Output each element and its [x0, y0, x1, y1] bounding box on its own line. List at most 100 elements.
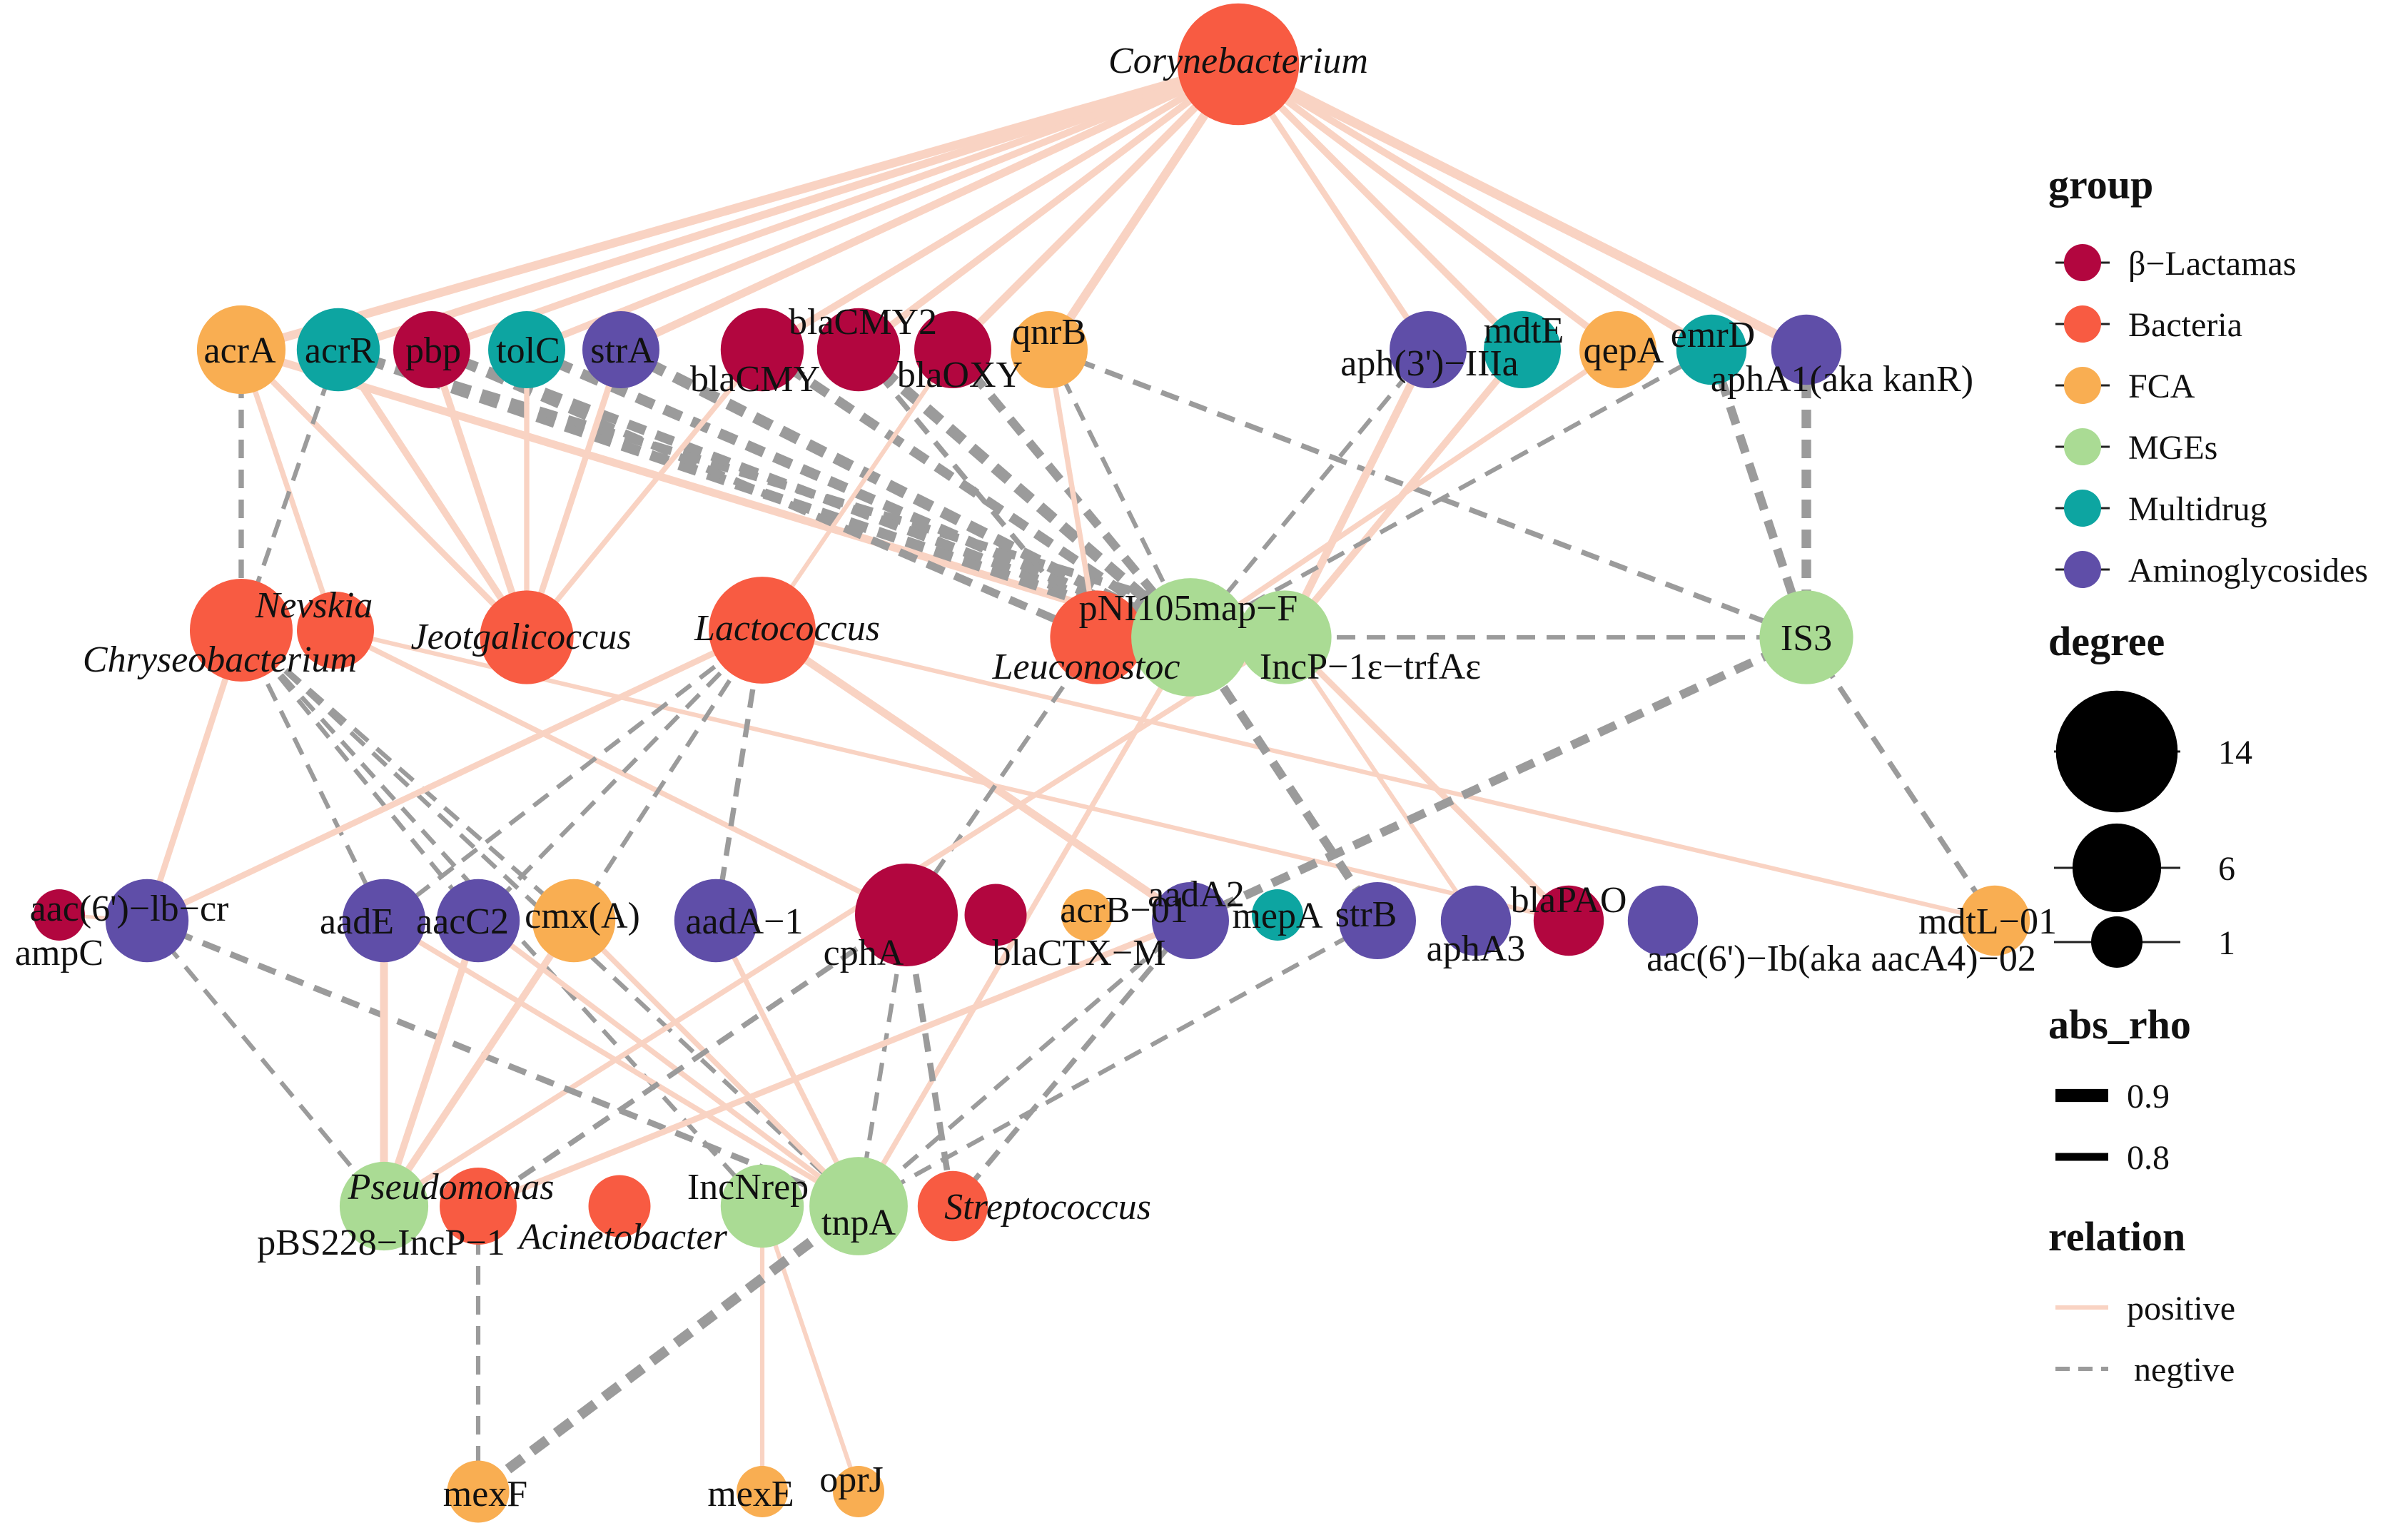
node-tnpa[interactable]: [809, 1157, 908, 1255]
node-label-apha3: aphA3: [1427, 929, 1526, 969]
node-is3[interactable]: [1759, 590, 1853, 684]
legend-relation-label-negative: negtive: [2134, 1351, 2235, 1389]
node-pbp[interactable]: [393, 311, 470, 388]
legend-group-label-b-lactamas: β−Lactamas: [2128, 245, 2296, 283]
node-label-qnrb: qnrB: [1012, 312, 1086, 353]
node-aada1[interactable]: [674, 879, 758, 963]
node-label-aada2: aadA2: [1148, 874, 1245, 915]
node-nevskia[interactable]: [297, 592, 374, 669]
node-mexe[interactable]: [737, 1466, 788, 1517]
node-label-pseudomonas: Pseudomonas: [348, 1167, 555, 1208]
edge-is3-mdtl01: [1804, 635, 1998, 923]
edge-aada2-streptococcus: [951, 919, 1193, 1208]
node-aada2[interactable]: [1152, 882, 1229, 959]
edge-corynebacterium-blacmy: [760, 61, 1240, 353]
node-label-blacmy: blaCMY: [690, 359, 820, 400]
edge-nevskia-cpha: [334, 627, 908, 918]
node-label-aph3: aph(3')−IIIa: [1340, 343, 1518, 384]
node-incp1e[interactable]: [1238, 590, 1332, 684]
node-oprj[interactable]: [833, 1466, 884, 1517]
node-aac6lbcr[interactable]: [105, 879, 189, 963]
edge-corynebacterium-blaoxy: [950, 61, 1241, 353]
node-label-ampc: ampC: [15, 933, 103, 973]
node-ampc[interactable]: [34, 889, 85, 941]
edge-incp1e-blapao: [1282, 634, 1572, 924]
node-mdtl01[interactable]: [1959, 885, 2030, 956]
edge-chryseobacterium-cmxa: [239, 628, 576, 923]
node-label-aada1: aadA−1: [685, 901, 803, 942]
node-blactxm[interactable]: [964, 884, 1027, 946]
node-chryseobacterium[interactable]: [190, 579, 293, 682]
node-acra[interactable]: [196, 305, 286, 395]
legend-degree-swatch-6: [2072, 823, 2162, 913]
node-pbs228[interactable]: [339, 1161, 429, 1251]
node-aacc2[interactable]: [436, 879, 520, 963]
node-label-mdte: mdtE: [1484, 310, 1564, 351]
edge-aada2-pseudomonas: [477, 918, 1192, 1209]
node-label-mepa: mepA: [1232, 896, 1323, 936]
edge-blacmy2-pni105: [854, 345, 1195, 642]
node-emrd[interactable]: [1676, 314, 1747, 385]
node-blacmy2[interactable]: [816, 308, 901, 392]
node-label-mexe: mexE: [707, 1474, 794, 1514]
node-blacmy[interactable]: [720, 308, 804, 392]
edge-corynebacterium-acrr: [337, 60, 1240, 354]
legend-group-label-aminoglycosides: Aminoglycosides: [2128, 552, 2368, 590]
legend-degree-label-1: 1: [2218, 924, 2235, 962]
edge-cpha-pseudomonas: [476, 912, 909, 1209]
node-corynebacterium[interactable]: [1177, 3, 1300, 126]
legend-group-label-bacteria: Bacteria: [2128, 306, 2242, 344]
node-label-blacmy2: blaCMY2: [789, 302, 937, 343]
node-label-nevskia: Nevskia: [255, 585, 373, 626]
edge-incp1e-pbs228: [383, 634, 1286, 1209]
node-leuconostoc[interactable]: [1050, 590, 1144, 684]
edge-stra-pni105: [618, 344, 1193, 643]
edge-tnpa-mexf: [475, 1202, 862, 1496]
node-lactococcus[interactable]: [709, 577, 816, 684]
node-pseudomonas[interactable]: [440, 1168, 517, 1245]
node-acinetobacter[interactable]: [588, 1175, 651, 1238]
node-acrb01[interactable]: [1061, 889, 1113, 941]
node-qnrb[interactable]: [1011, 311, 1088, 388]
edge-chryseobacterium-aade: [239, 629, 386, 922]
node-blaoxy[interactable]: [914, 311, 991, 388]
node-label-lactococcus: Lactococcus: [694, 608, 880, 649]
edge-pni105-strb: [1186, 634, 1382, 924]
node-tolc[interactable]: [488, 311, 565, 388]
edge-cpha-tnpa: [856, 914, 909, 1207]
node-qepa[interactable]: [1579, 311, 1656, 388]
node-incnrep[interactable]: [720, 1164, 804, 1248]
node-cpha[interactable]: [855, 864, 958, 966]
node-apha3[interactable]: [1440, 885, 1512, 956]
node-label-cpha: cphA: [824, 933, 904, 973]
node-aph3[interactable]: [1390, 311, 1467, 388]
node-label-aade: aadE: [320, 901, 394, 942]
node-mexf[interactable]: [447, 1460, 510, 1523]
node-apha1[interactable]: [1771, 314, 1842, 385]
node-aade[interactable]: [342, 879, 426, 963]
edge-corynebacterium-blacmy2: [856, 61, 1240, 353]
edge-qnrb-pni105: [1047, 348, 1193, 639]
edge-leuconostoc-cpha: [904, 636, 1099, 916]
node-mepa[interactable]: [1252, 889, 1303, 941]
node-label-pbs228: pBS228−IncP−1: [257, 1223, 505, 1263]
node-mdte[interactable]: [1484, 311, 1561, 388]
node-pni105[interactable]: [1131, 578, 1250, 697]
legend-relation-label-positive: positive: [2127, 1290, 2235, 1327]
edge-corynebacterium-apha1: [1235, 60, 1809, 354]
legend-group-label-multidrug: Multidrug: [2128, 490, 2267, 528]
node-jeotgalicoccus[interactable]: [480, 590, 574, 684]
edge-aacc2-tnpa: [476, 919, 861, 1208]
edge-acra-nevskia: [238, 348, 338, 632]
node-blapao[interactable]: [1533, 885, 1604, 956]
node-strb[interactable]: [1339, 882, 1416, 959]
edge-lactococcus-aac6lbcr: [146, 627, 764, 924]
legend-degree-label-6: 6: [2218, 850, 2235, 888]
node-acrr[interactable]: [296, 308, 380, 392]
node-aac6ib[interactable]: [1627, 885, 1699, 956]
legend: groupβ−LactamasBacteriaFCAMGEsMultidrugA…: [2048, 161, 2368, 1389]
node-label-oprj: oprJ: [819, 1459, 884, 1500]
node-cmxa[interactable]: [532, 879, 616, 963]
node-stra[interactable]: [582, 311, 659, 388]
node-streptococcus[interactable]: [917, 1170, 988, 1242]
